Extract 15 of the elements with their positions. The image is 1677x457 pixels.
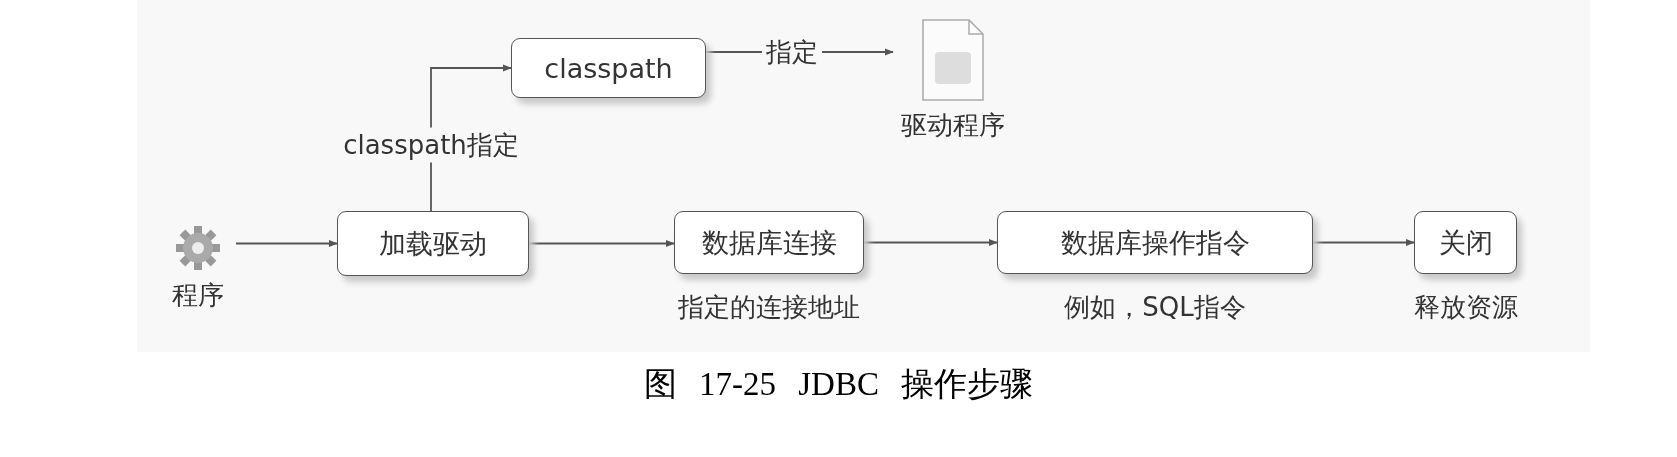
step-note: 例如，SQL指令 <box>1064 291 1246 324</box>
figure-caption: 图 17-25 JDBC 操作步骤 <box>642 365 1035 404</box>
process-box: 数据库连接 <box>674 211 864 274</box>
node-label: 程序 <box>172 279 224 312</box>
node-label: 驱动程序 <box>901 109 1005 142</box>
arrow <box>1312 238 1415 247</box>
arrow <box>863 238 998 247</box>
step-note: 指定的连接地址 <box>678 291 860 324</box>
arrow <box>528 239 675 248</box>
step-note: 释放资源 <box>1413 291 1518 324</box>
process-box: 数据库操作指令 <box>997 211 1313 274</box>
process-box: 关闭 <box>1414 211 1517 274</box>
process-box: 加载驱动 <box>337 211 529 276</box>
arrow <box>235 239 338 248</box>
process-box: classpath <box>511 38 706 98</box>
